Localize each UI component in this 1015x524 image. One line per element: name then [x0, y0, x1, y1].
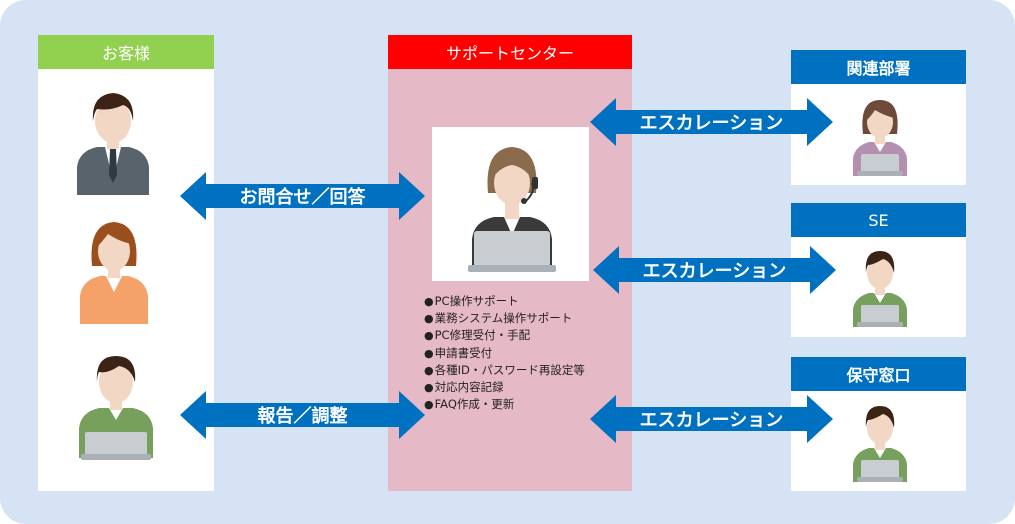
service-item: ●各種ID・パスワード再設定等	[424, 362, 585, 377]
report-arrow-label: 報告／調整	[257, 406, 348, 427]
service-item: ●業務システム操作サポート	[424, 311, 573, 326]
staff-female-icon	[853, 100, 907, 176]
escalation-arrow-se	[593, 246, 836, 294]
customer-header: お客様	[38, 35, 214, 69]
support-header: サポートセンター	[388, 35, 632, 69]
escalation-label-related: エスカレーション	[639, 113, 784, 134]
service-list: ●PC操作サポート ●業務システム操作サポート ●PC修理受付・手配 ●申請書受…	[424, 293, 585, 413]
escalation-label-maintenance: エスカレーション	[639, 410, 784, 431]
service-item: ●対応内容記録	[424, 380, 504, 395]
dept-header-se: SE	[791, 203, 966, 237]
service-item: ●PC修理受付・手配	[424, 328, 531, 343]
inquiry-arrow-label: お問合せ／回答	[239, 187, 366, 208]
dept-header-maintenance: 保守窓口	[791, 357, 966, 391]
escalation-arrow-maintenance	[590, 395, 833, 443]
customer-female-icon	[80, 222, 148, 324]
customer-male-icon	[77, 93, 149, 195]
inquiry-arrow	[180, 172, 425, 220]
dept-header-related: 関連部署	[791, 50, 966, 84]
report-arrow	[180, 391, 425, 439]
service-item: ●FAQ作成・更新	[424, 397, 515, 412]
service-item: ●PC操作サポート	[424, 294, 519, 308]
escalation-label-se: エスカレーション	[642, 261, 787, 282]
customer-laptop-icon	[79, 356, 153, 460]
service-item: ●申請書受付	[424, 345, 493, 360]
staff-male-icon	[853, 406, 907, 482]
staff-male-icon	[853, 251, 907, 327]
escalation-arrow-related	[590, 98, 833, 146]
operator-headset-icon	[468, 147, 556, 272]
